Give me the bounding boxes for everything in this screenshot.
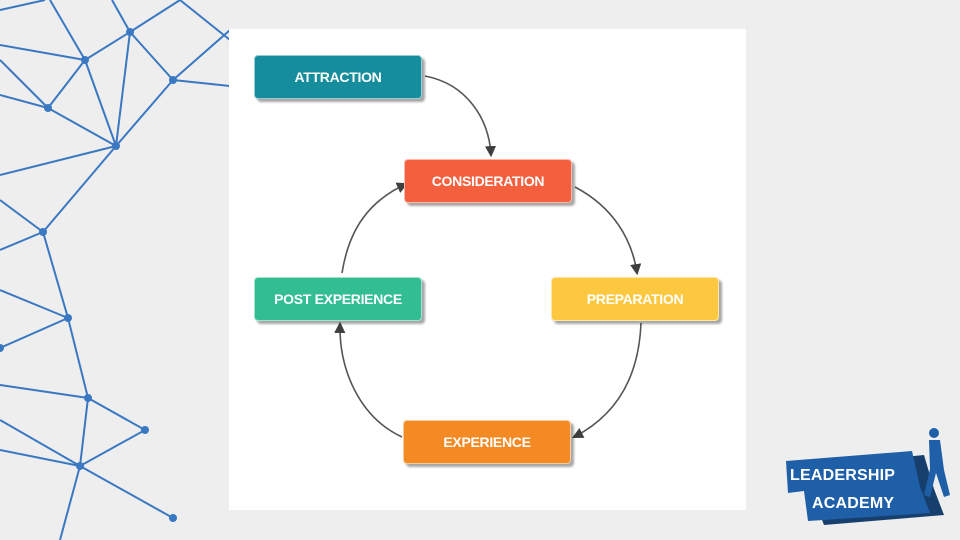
- arrow-attraction-to-consideration: [424, 75, 497, 158]
- logo-graphic: [786, 428, 950, 525]
- node-post-experience: POST EXPERIENCE: [254, 277, 422, 321]
- arrow-experience-to-post: [334, 321, 403, 438]
- diagram-panel: ATTRACTION CONSIDERATION PREPARATION EXP…: [229, 29, 746, 510]
- arrow-consideration-to-preparation: [574, 186, 642, 276]
- network-decoration: [0, 0, 230, 540]
- walking-figure-icon: [924, 428, 950, 497]
- cycle-arrows: [334, 75, 642, 439]
- logo-line-1: LEADERSHIP: [790, 467, 896, 484]
- node-consideration: CONSIDERATION: [404, 159, 572, 203]
- arrow-post-to-consideration: [341, 182, 409, 274]
- node-preparation: PREPARATION: [551, 277, 719, 321]
- node-attraction: ATTRACTION: [254, 55, 422, 99]
- leadership-academy-logo: LEADERSHIP ACADEMY: [784, 425, 954, 530]
- arrow-preparation-to-experience: [572, 322, 642, 439]
- logo-line-2: ACADEMY: [812, 495, 895, 512]
- node-experience: EXPERIENCE: [403, 420, 571, 464]
